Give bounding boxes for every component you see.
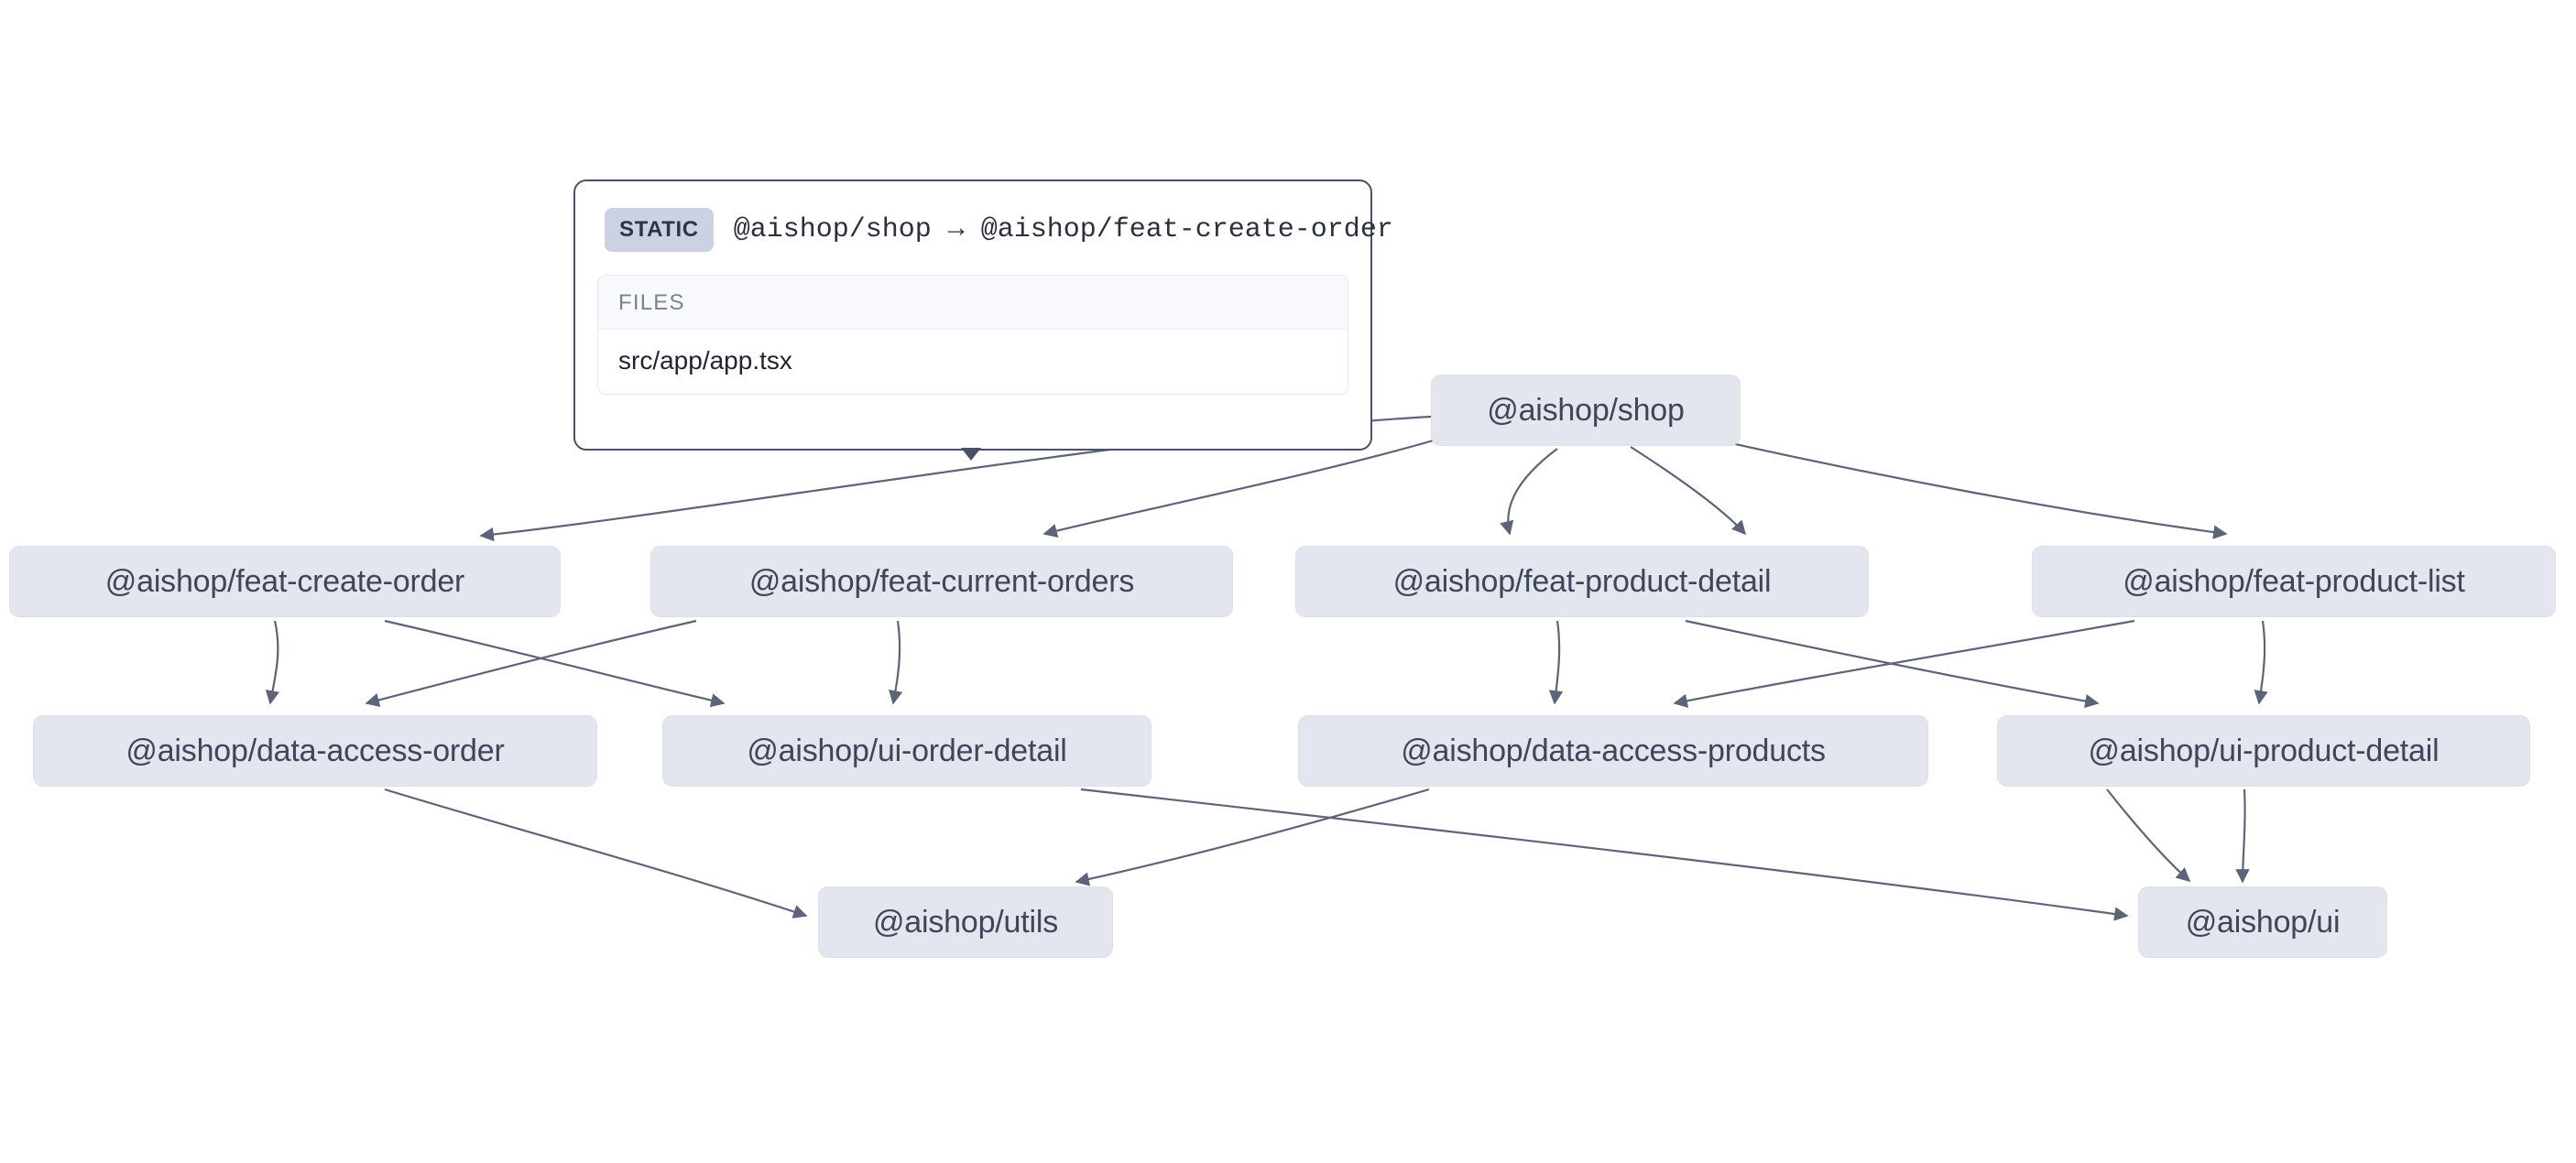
graph-node-ui-order-detail[interactable]: @aishop/ui-order-detail [662, 715, 1152, 787]
node-label: @aishop/feat-product-detail [1392, 563, 1772, 599]
file-list-item[interactable]: src/app/app.tsx [598, 330, 1348, 394]
edge-tooltip: STATIC @aishop/shop → @aishop/feat-creat… [573, 179, 1393, 451]
files-panel: FILES src/app/app.tsx [597, 275, 1348, 395]
node-label: @aishop/feat-product-list [2123, 563, 2465, 599]
graph-node-ui[interactable]: @aishop/ui [2138, 886, 2387, 958]
graph-node-shop[interactable]: @aishop/shop [1431, 375, 1741, 446]
graph-node-data-access-order[interactable]: @aishop/data-access-order [33, 715, 597, 787]
edge-feat-product-list-to-ui-product-detail [2254, 620, 2268, 705]
edge-ui-product-detail-to-ui-b [2106, 788, 2191, 883]
edge-feat-create-order-to-ui-order-detail [384, 619, 726, 708]
edge-ui-product-detail-to-ui [2235, 788, 2250, 884]
edge-data-access-products-to-utils [1075, 788, 1430, 886]
node-label: @aishop/ui-product-detail [2088, 733, 2440, 768]
edge-shop-to-feat-current-orders [1042, 438, 1437, 538]
graph-node-utils[interactable]: @aishop/utils [818, 886, 1113, 958]
graph-node-feat-create-order[interactable]: @aishop/feat-create-order [9, 546, 561, 617]
edge-shop-to-feat-product-detail-b [1630, 446, 1747, 536]
node-label: @aishop/utils [872, 904, 1058, 940]
graph-node-data-access-products[interactable]: @aishop/data-access-products [1298, 715, 1928, 787]
graph-node-feat-current-orders[interactable]: @aishop/feat-current-orders [650, 546, 1233, 617]
graph-node-feat-product-list[interactable]: @aishop/feat-product-list [2032, 546, 2556, 617]
node-label: @aishop/data-access-order [126, 733, 505, 768]
node-label: @aishop/feat-create-order [104, 563, 465, 599]
files-section-header: FILES [598, 276, 1348, 330]
edge-feat-product-list-to-data-access-products [1673, 619, 2135, 708]
edge-feat-create-order-to-data-access-order [265, 620, 280, 705]
node-label: @aishop/ui-order-detail [747, 733, 1067, 768]
graph-node-ui-product-detail[interactable]: @aishop/ui-product-detail [1997, 715, 2530, 787]
edge-shop-to-feat-product-detail [1500, 448, 1558, 536]
node-label: @aishop/feat-current-orders [748, 563, 1135, 599]
edge-feat-current-orders-to-data-access-order [365, 619, 697, 707]
edge-shop-to-feat-product-list [1714, 438, 2228, 539]
node-label: @aishop/ui [2185, 904, 2341, 940]
edge-data-access-order-to-utils [384, 788, 808, 918]
node-label: @aishop/shop [1487, 392, 1685, 428]
edge-feat-product-detail-to-data-access-products [1548, 620, 1564, 705]
graph-node-feat-product-detail[interactable]: @aishop/feat-product-detail [1295, 546, 1869, 617]
edge-feat-current-orders-to-ui-order-detail [889, 620, 903, 705]
static-badge: STATIC [605, 208, 714, 252]
tooltip-title: @aishop/shop → @aishop/feat-create-order [733, 214, 1393, 245]
tooltip-pointer-triangle [961, 448, 981, 461]
edge-ui-order-detail-to-ui [1080, 788, 2129, 921]
node-label: @aishop/data-access-products [1401, 733, 1826, 768]
tooltip-header: STATIC @aishop/shop → @aishop/feat-creat… [597, 201, 1393, 258]
edge-feat-product-detail-to-ui-product-detail [1685, 619, 2100, 709]
